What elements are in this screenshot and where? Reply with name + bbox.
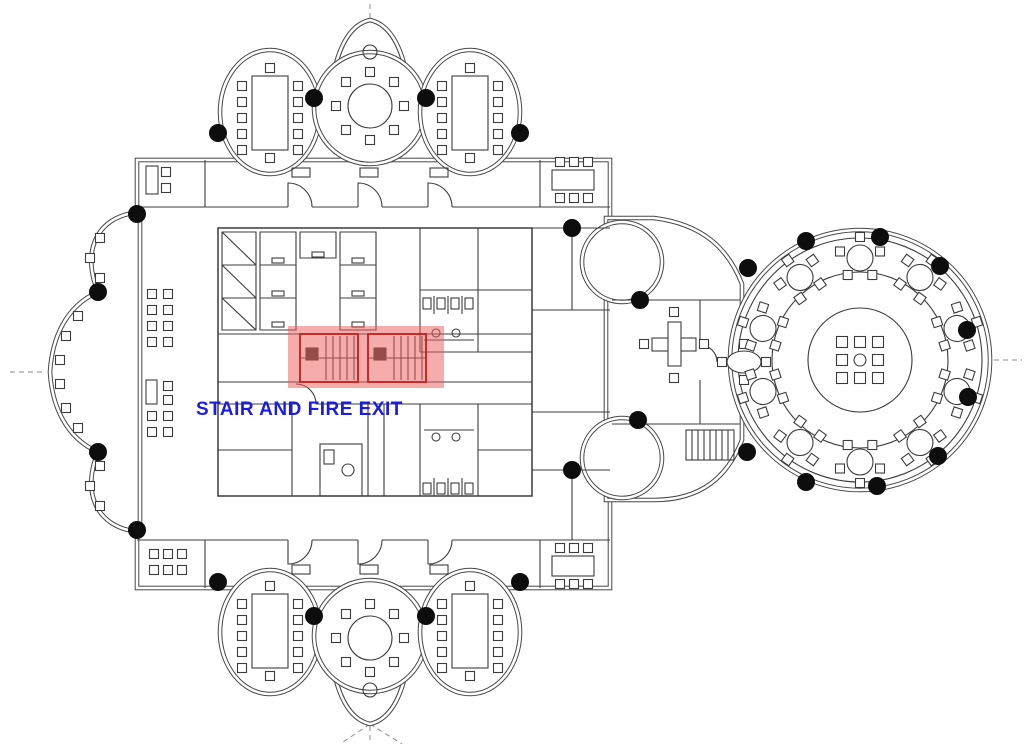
stair-core-outline-left [299,333,359,383]
fire-exit-label: STAIR AND FIRE EXIT [196,399,403,420]
fire-exit-highlight [288,326,444,388]
plan-linework: STAIR AND FIRE EXIT [10,4,1022,744]
circle-room-upper-right [582,222,662,302]
furniture-layer [54,44,989,698]
stair-highlight-overlay [288,326,444,388]
stair-core-outline-right [367,333,427,383]
circle-room-lower-right [582,418,662,498]
